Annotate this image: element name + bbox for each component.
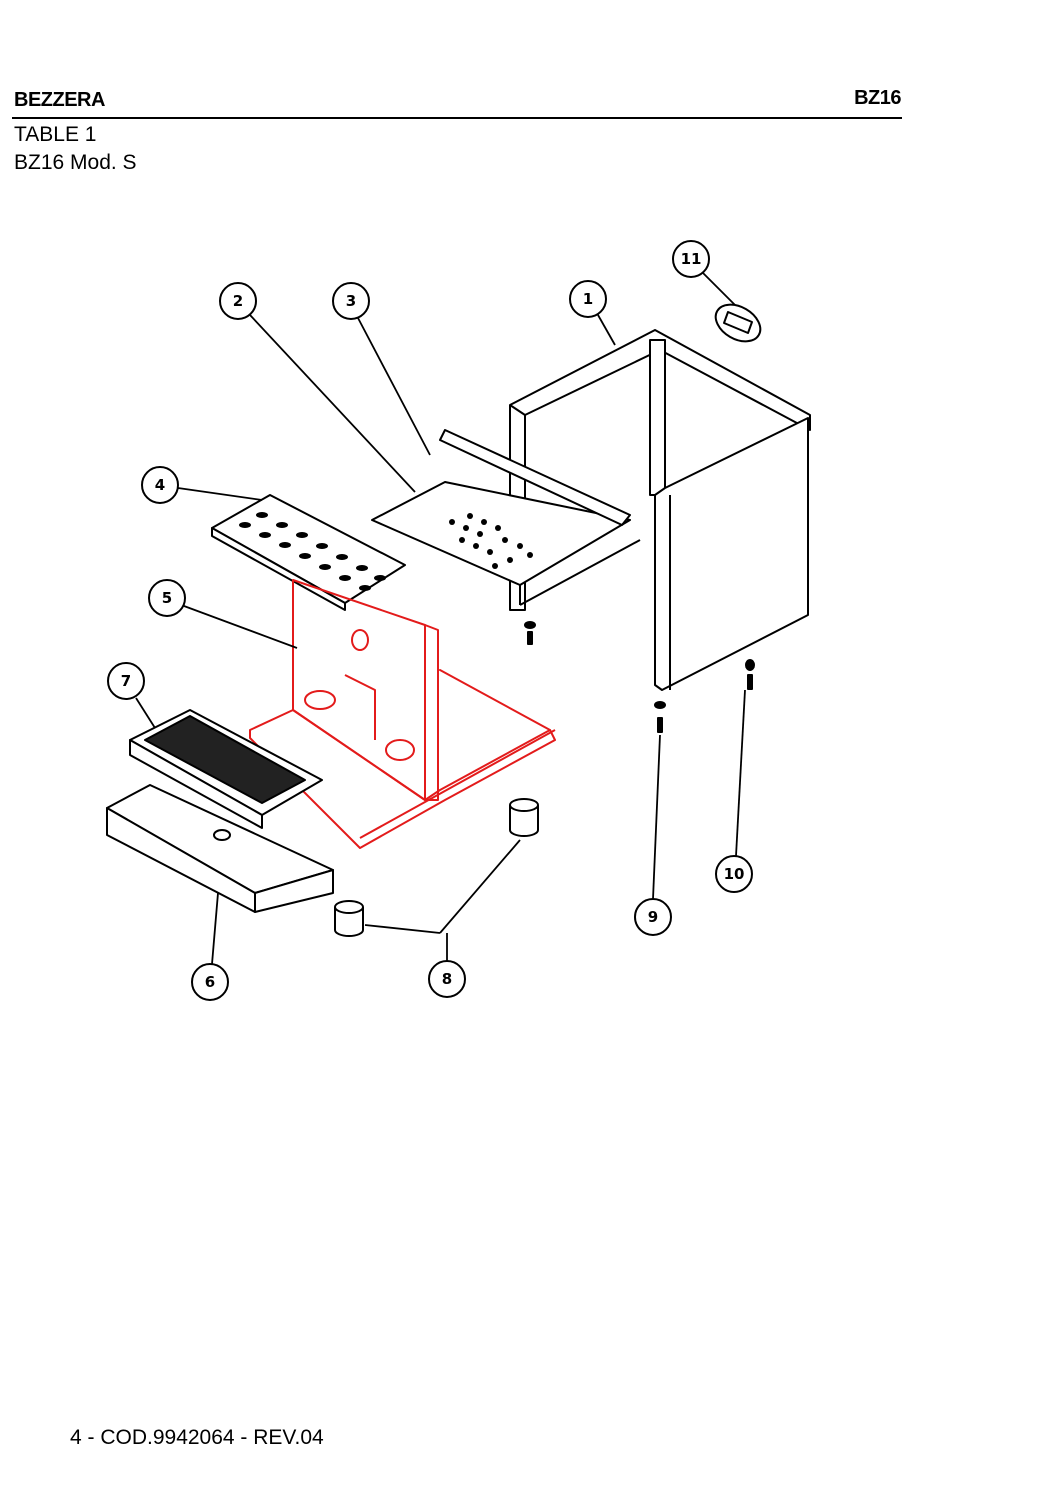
callout-label: 3 <box>346 292 356 310</box>
part-screws <box>524 621 755 733</box>
callout-7: 7 <box>107 662 145 700</box>
callout-label: 10 <box>724 865 745 883</box>
part-feet <box>334 798 539 937</box>
callout-10: 10 <box>715 855 753 893</box>
callout-label: 2 <box>233 292 243 310</box>
callout-9: 9 <box>634 898 672 936</box>
callout-label: 5 <box>162 589 172 607</box>
callout-label: 7 <box>121 672 131 690</box>
callout-2: 2 <box>219 282 257 320</box>
callout-3: 3 <box>332 282 370 320</box>
part-badge <box>714 303 762 343</box>
footer-code: 4 - COD.9942064 - REV.04 <box>70 1426 324 1449</box>
callout-label: 9 <box>648 908 658 926</box>
callout-label: 8 <box>442 970 452 988</box>
header-rule <box>12 117 902 119</box>
callout-11: 11 <box>672 240 710 278</box>
part-chassis <box>249 579 556 849</box>
callout-label: 11 <box>681 250 702 268</box>
callout-label: 6 <box>205 973 215 991</box>
callout-8: 8 <box>428 960 466 998</box>
table-title: TABLE 1 <box>14 123 97 146</box>
table-subtitle: BZ16 Mod. S <box>14 151 137 174</box>
callout-label: 1 <box>583 290 593 308</box>
callout-6: 6 <box>191 963 229 1001</box>
part-body-frame <box>509 329 811 691</box>
leader-lines <box>135 272 746 965</box>
part-tray-plate <box>371 429 641 606</box>
callout-1: 1 <box>569 280 607 318</box>
part-cup-grid <box>211 494 406 611</box>
model-name: BZ16 <box>854 87 901 109</box>
callout-5: 5 <box>148 579 186 617</box>
callout-4: 4 <box>141 466 179 504</box>
part-drip-tray <box>106 784 334 913</box>
part-drip-grid <box>129 709 323 829</box>
callout-label: 4 <box>155 476 165 494</box>
brand-name: BEZZERA <box>14 89 105 111</box>
